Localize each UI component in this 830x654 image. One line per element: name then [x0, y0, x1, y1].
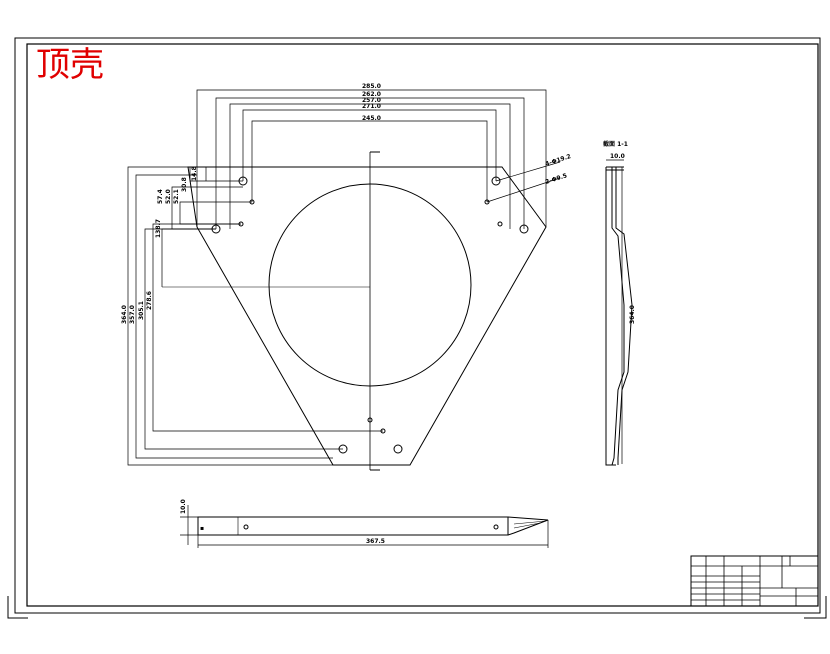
svg-text:364.0: 364.0	[121, 305, 128, 324]
hole	[497, 221, 503, 227]
outer-frame	[14, 37, 821, 614]
svg-text:30.8: 30.8	[181, 177, 188, 192]
svg-text:57.4: 57.4	[157, 189, 164, 204]
side-view: ▪	[180, 505, 549, 548]
svg-text:285.0: 285.0	[362, 83, 381, 90]
svg-text:138.7: 138.7	[155, 219, 162, 238]
side-thickness-dim: 10.0	[180, 499, 187, 514]
section-width-dim: 10.0	[610, 153, 625, 160]
svg-text:52.0: 52.0	[165, 189, 172, 204]
svg-text:278.6: 278.6	[146, 291, 153, 310]
trim-mark-bottom-right	[804, 596, 827, 619]
svg-text:357.0: 357.0	[129, 305, 136, 324]
left-dimensions: 364.0 357.0 305.1 278.6 138.7 57.4 52.0 …	[121, 166, 198, 324]
trim-mark-bottom-left	[7, 596, 28, 619]
top-dimensions: 285.0 262.0 257.0 271.0 245.0	[362, 83, 381, 122]
svg-text:245.0: 245.0	[362, 115, 381, 122]
svg-text:271.0: 271.0	[362, 103, 381, 110]
svg-text:▪: ▪	[200, 525, 204, 532]
svg-text:14.8: 14.8	[191, 166, 198, 181]
side-length-dim: 367.5	[366, 538, 385, 545]
title-block	[690, 555, 819, 607]
hole	[393, 444, 403, 454]
svg-text:262.0: 262.0	[362, 91, 381, 98]
plan-view	[127, 89, 561, 471]
section-view	[605, 159, 633, 466]
section-height-dim: 364.0	[629, 305, 636, 324]
svg-text:257.0: 257.0	[362, 97, 381, 104]
section-label: 截面 1-1	[603, 140, 628, 148]
svg-text:305.1: 305.1	[138, 301, 145, 320]
svg-text:52.1: 52.1	[173, 189, 180, 204]
drawing-title: 顶壳	[36, 45, 104, 85]
hole	[367, 417, 373, 423]
inner-frame	[26, 43, 819, 607]
